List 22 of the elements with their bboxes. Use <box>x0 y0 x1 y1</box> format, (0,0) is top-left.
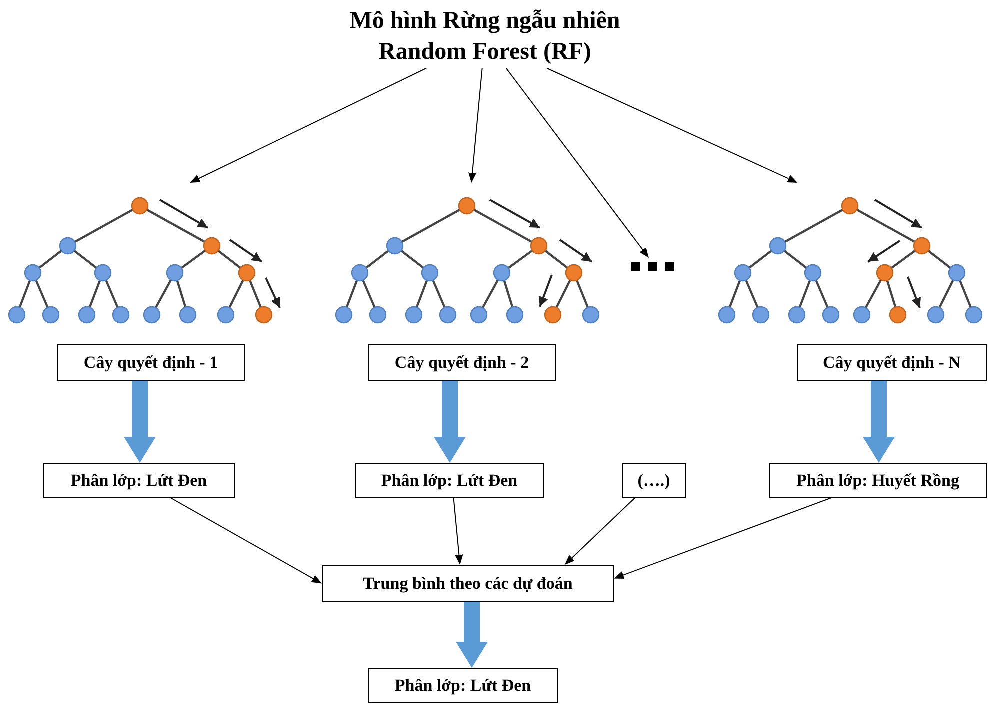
label-box: (….) <box>622 463 686 498</box>
label-box: Phân lớp: Huyết Rồng <box>769 463 987 498</box>
label-box: Phân lớp: Lứt Đen <box>355 463 544 498</box>
label-box: Cây quyết định - 2 <box>368 344 556 381</box>
block-arrow <box>434 381 466 463</box>
label-box: Phân lớp: Lứt Đen <box>368 668 558 703</box>
arrow <box>614 498 832 580</box>
label-box: Phân lớp: Lứt Đen <box>43 463 235 498</box>
block-arrow <box>456 602 488 668</box>
arrow <box>170 498 322 584</box>
block-arrow <box>124 381 156 463</box>
label-box: Trung bình theo các dự đoán <box>322 565 614 602</box>
arrow <box>453 498 464 565</box>
block-arrow <box>863 381 895 463</box>
root-label: Mô hình Rừng ngẫu nhiên Random Forest (RF) <box>348 7 622 68</box>
arrow <box>564 498 636 565</box>
label-box: Cây quyết định - N <box>797 344 987 381</box>
arrow <box>546 68 798 183</box>
arrow <box>468 68 483 183</box>
label-box: Cây quyết định - 1 <box>57 344 245 381</box>
arrow <box>190 68 427 183</box>
arrow <box>506 68 649 258</box>
